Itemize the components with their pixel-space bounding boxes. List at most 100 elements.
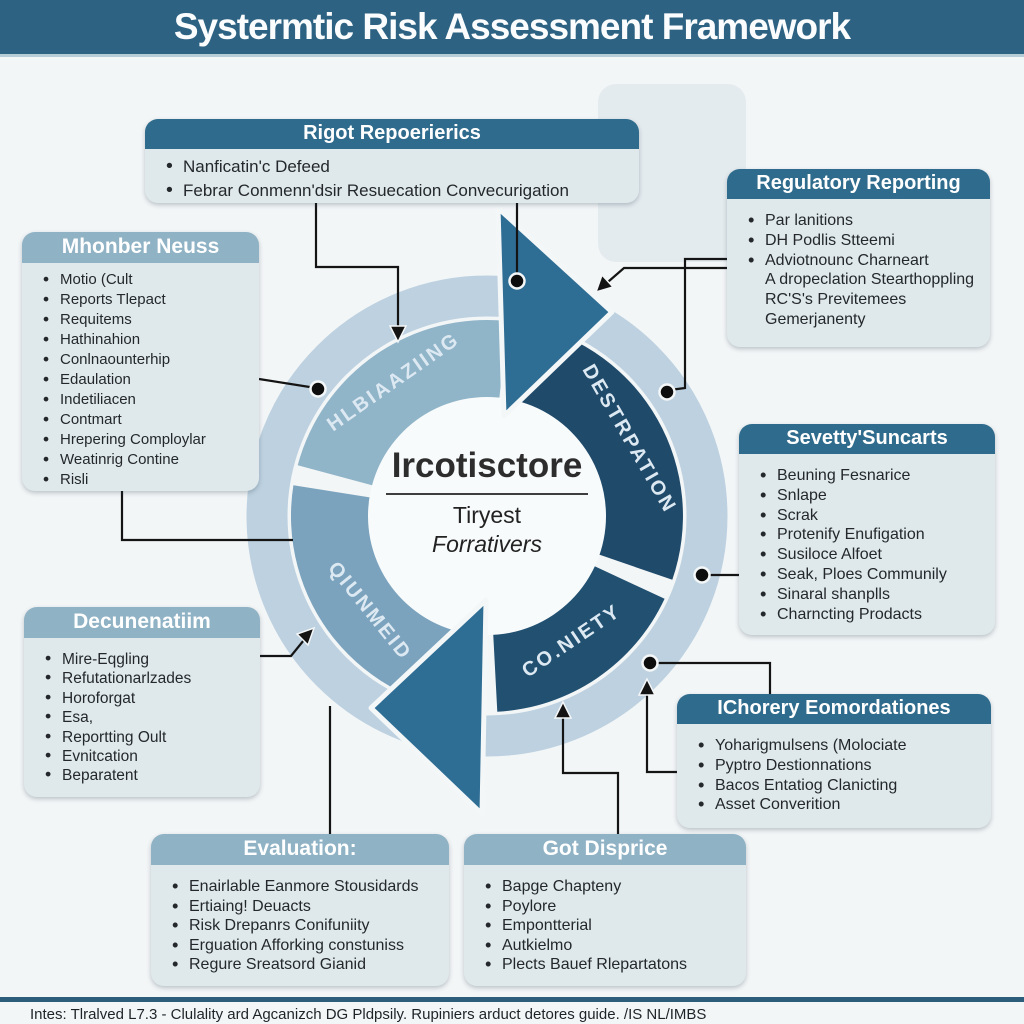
bullet-list: Mire-EqglingRefutationarlzadesHoroforgat… xyxy=(24,638,260,794)
flow-arrow-top-icon xyxy=(495,205,615,419)
list-item: Hrepering Comploylar xyxy=(36,429,251,450)
cycle-center-label: Ircotisctore Tiryest Forrativers xyxy=(377,446,597,558)
list-item: Regure Sreatsord Gianid xyxy=(165,954,441,975)
list-item: Empontterial xyxy=(478,915,738,936)
arrowhead-up-icon xyxy=(637,677,657,696)
list-item: Risli xyxy=(36,469,251,490)
box-header: Rigot Repoerierics xyxy=(145,119,639,149)
list-item: Refutationarlzades xyxy=(38,668,252,688)
list-item: Nanficatin'c Defeed xyxy=(159,154,631,179)
connector-dots xyxy=(309,272,711,672)
dot-southeast-icon xyxy=(693,566,711,584)
box-header: Regulatory Reporting xyxy=(727,169,990,199)
list-item: Yoharigmulsens (Molociate xyxy=(691,735,983,756)
list-item: Weatinrig Contine xyxy=(36,449,251,470)
bullet-list: Motio (CultReports TlepactRequitemsHathi… xyxy=(22,263,259,491)
list-item: A dropeclation Stearthoppling xyxy=(765,271,975,289)
segment-hlbiaaziing xyxy=(297,320,508,486)
title-bar: Systermtic Risk Assessment Framework xyxy=(0,0,1024,57)
list-item: Gemerjanenty xyxy=(765,310,866,328)
box-header: Mhonber Neuss xyxy=(22,232,259,263)
list-item: Reportting Oult xyxy=(38,727,252,747)
box-regulatory-reporting: Regulatory Reporting Par lanitionsDH Pod… xyxy=(727,169,990,347)
segment-coniety xyxy=(493,565,665,712)
list-item: Bapge Chapteny xyxy=(478,876,738,897)
footer-note: Intes: Tlralved L7.3 - Clulality ard Agc… xyxy=(30,1006,707,1023)
dot-right-icon xyxy=(658,383,676,401)
dot-left-icon xyxy=(309,380,327,398)
list-item: Susiloce Alfoet xyxy=(753,544,987,565)
list-item: Beparatent xyxy=(38,765,252,785)
page-title: Systermtic Risk Assessment Framework xyxy=(173,6,851,47)
list-item: Esa, xyxy=(38,707,252,727)
footer-divider xyxy=(0,997,1024,1002)
list-item: Charncting Prodacts xyxy=(753,604,987,625)
list-item: Pyptro Destionnations xyxy=(691,755,983,776)
box-evaluation: Evaluation: Enairlable Eanmore Stousidar… xyxy=(151,834,449,986)
box-rigot-repoerierics: Rigot Repoerierics Nanficatin'c DefeedFe… xyxy=(145,119,639,203)
box-decunenatiim: Decunenatiim Mire-EqglingRefutationarlza… xyxy=(24,607,260,797)
box-got-disprice: Got Disprice Bapge ChaptenyPoyloreEmpont… xyxy=(464,834,746,986)
list-item: Beuning Fesnarice xyxy=(753,465,987,486)
cycle-center-subtitle2: Forrativers xyxy=(432,531,542,557)
bullet-list: Bapge ChaptenyPoyloreEmpontterialAutkiel… xyxy=(464,865,746,983)
list-item: Indetiliacen xyxy=(36,389,251,410)
list-item: DH Podlis Stteemi xyxy=(741,230,982,251)
list-item: Reports Tlepact xyxy=(36,289,251,310)
dot-top-icon xyxy=(508,272,526,290)
bullet-list: Nanficatin'c DefeedFebrar Conmenn'dsir R… xyxy=(145,149,639,203)
flow-arrow-bottom-icon xyxy=(368,597,489,817)
list-item: Conlnaounterhip xyxy=(36,349,251,370)
box-header: Evaluation: xyxy=(151,834,449,865)
list-item: Seak, Ploes Communily xyxy=(753,564,987,585)
connector-lines xyxy=(120,203,772,834)
cycle-center-title: Ircotisctore xyxy=(385,446,589,495)
connector-arrowheads xyxy=(295,273,657,719)
arrowhead-up2-icon xyxy=(553,700,573,719)
arrowhead-downleft-icon xyxy=(594,273,615,294)
list-item: Autkielmo xyxy=(478,935,738,956)
list-item: Scrak xyxy=(753,505,987,526)
bullet-list: Yoharigmulsens (MolociatePyptro Destionn… xyxy=(677,724,991,823)
list-item: Mire-Eqgling xyxy=(38,649,252,669)
list-item: Poylore xyxy=(478,896,738,917)
segment-destrpation xyxy=(511,324,683,580)
arrowhead-upright-icon xyxy=(295,626,316,647)
list-item: Evnitcation xyxy=(38,746,252,766)
list-item: RC'S's Previtemees xyxy=(765,291,907,309)
list-item: Plects Bauef Rlepartatons xyxy=(478,954,738,975)
list-item: Sinaral shanplls xyxy=(753,584,987,605)
list-item: Motio (Cult xyxy=(36,269,251,290)
arrowhead-down-icon xyxy=(388,325,408,344)
box-header: Decunenatiim xyxy=(24,607,260,638)
list-item: Ertiaing! Deuacts xyxy=(165,896,441,917)
bullet-list: Enairlable Eanmore StousidardsErtiaing! … xyxy=(151,865,449,983)
box-header: Sevetty'Suncarts xyxy=(739,424,995,454)
list-item: Asset Converition xyxy=(691,794,983,815)
box-ichorery-eomordationes: IChorery Eomordationes Yoharigmulsens (M… xyxy=(677,694,991,828)
list-item: Par lanitions xyxy=(741,210,982,231)
list-item: Bacos Entatiog Clanicting xyxy=(691,775,983,796)
list-item: Protenify Enufigation xyxy=(753,524,987,545)
ring-outer-band xyxy=(246,275,728,757)
list-item: Enairlable Eanmore Stousidards xyxy=(165,876,441,897)
bullet-list: Par lanitionsDH Podlis StteemiAdviotnoun… xyxy=(727,199,990,338)
ring-center-circle xyxy=(368,397,606,635)
list-item: Adviotnounc Charneart xyxy=(741,250,982,271)
list-item: Hathinahion xyxy=(36,329,251,350)
bullet-list: Beuning FesnariceSnlapeScrakProtenify En… xyxy=(739,454,995,632)
list-item: Horoforgat xyxy=(38,688,252,708)
list-item: Risk Drepanrs Conifuniity xyxy=(165,915,441,936)
list-item: Contmart xyxy=(36,409,251,430)
box-header: IChorery Eomordationes xyxy=(677,694,991,724)
list-item: Febrar Conmenn'dsir Resuecation Convecur… xyxy=(159,178,631,203)
box-header: Got Disprice xyxy=(464,834,746,865)
box-mhonber-neuss: Mhonber Neuss Motio (CultReports Tlepact… xyxy=(22,232,259,491)
box-sevetty-suncarts: Sevetty'Suncarts Beuning FesnariceSnlape… xyxy=(739,424,995,635)
list-item: Erguation Afforking constuniss xyxy=(165,935,441,956)
list-item: Edaulation xyxy=(36,369,251,390)
list-item: Snlape xyxy=(753,485,987,506)
list-item: Requitems xyxy=(36,309,251,330)
dot-south-icon xyxy=(641,654,659,672)
